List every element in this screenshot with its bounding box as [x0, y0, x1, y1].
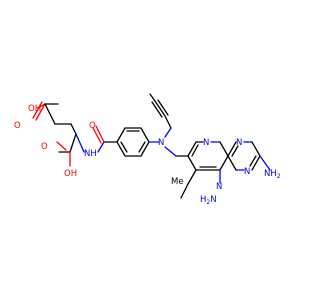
h2n-h: H	[200, 195, 206, 205]
bond	[187, 155, 197, 171]
bond	[219, 141, 229, 157]
bond	[95, 125, 105, 143]
benzoyl-group	[92, 125, 150, 157]
atom-label-o: O	[89, 121, 96, 131]
atom-label-nh: NH	[84, 149, 97, 159]
bond	[180, 183, 189, 199]
bond	[56, 141, 67, 151]
atom-label-o: O	[14, 121, 21, 131]
bond	[75, 133, 85, 153]
h2n-n: N	[210, 195, 216, 205]
bond	[191, 144, 199, 157]
atom-label-n: N	[158, 138, 164, 148]
bond	[35, 103, 46, 121]
bond	[32, 101, 43, 119]
nh2-sub: 2	[277, 173, 281, 180]
bond	[70, 123, 77, 135]
atom-label-oh: OH	[28, 104, 41, 114]
atom-label-n: N	[244, 167, 250, 177]
bond	[164, 115, 172, 129]
bond	[259, 155, 271, 171]
bond	[157, 99, 169, 116]
benzene-ring	[116, 127, 150, 157]
atom-label-oh: OH	[64, 169, 77, 179]
bond	[69, 133, 77, 153]
h2n-sub: 2	[206, 199, 210, 206]
atom-label-n: N	[236, 138, 242, 148]
atom-label-nh2: NH2	[264, 169, 281, 180]
nh2-main: NH	[264, 169, 277, 179]
glutamate-group	[32, 101, 85, 167]
atom-label-h2n: H2N	[200, 195, 217, 206]
atom-label-o: O	[41, 142, 48, 152]
amine-linker	[148, 93, 189, 157]
bond	[138, 141, 146, 153]
molecule-structure: OH O NH O OH O N N N N N Me NH2 H2N	[14, 93, 281, 206]
pyridopyrimidine-ring	[180, 141, 271, 199]
bond	[149, 93, 156, 102]
bond	[227, 155, 237, 171]
bond	[227, 141, 237, 157]
bond	[187, 141, 197, 157]
bond	[251, 141, 261, 157]
atom-label-n: N	[216, 182, 222, 192]
bond	[154, 100, 166, 117]
bond	[164, 146, 177, 157]
bond	[44, 103, 56, 125]
bond	[151, 101, 163, 118]
bond	[251, 155, 261, 171]
bond	[249, 155, 257, 167]
bond	[92, 127, 102, 144]
atom-labels: OH O NH O OH O N N N N N Me NH2 H2N	[14, 104, 281, 206]
bond	[97, 141, 105, 153]
bond	[164, 127, 172, 138]
bond	[120, 141, 128, 153]
atom-label-n: N	[203, 138, 209, 148]
bond	[219, 155, 229, 171]
atom-label-methyl: Me	[171, 177, 184, 187]
bond	[187, 169, 197, 185]
bond	[231, 145, 239, 157]
